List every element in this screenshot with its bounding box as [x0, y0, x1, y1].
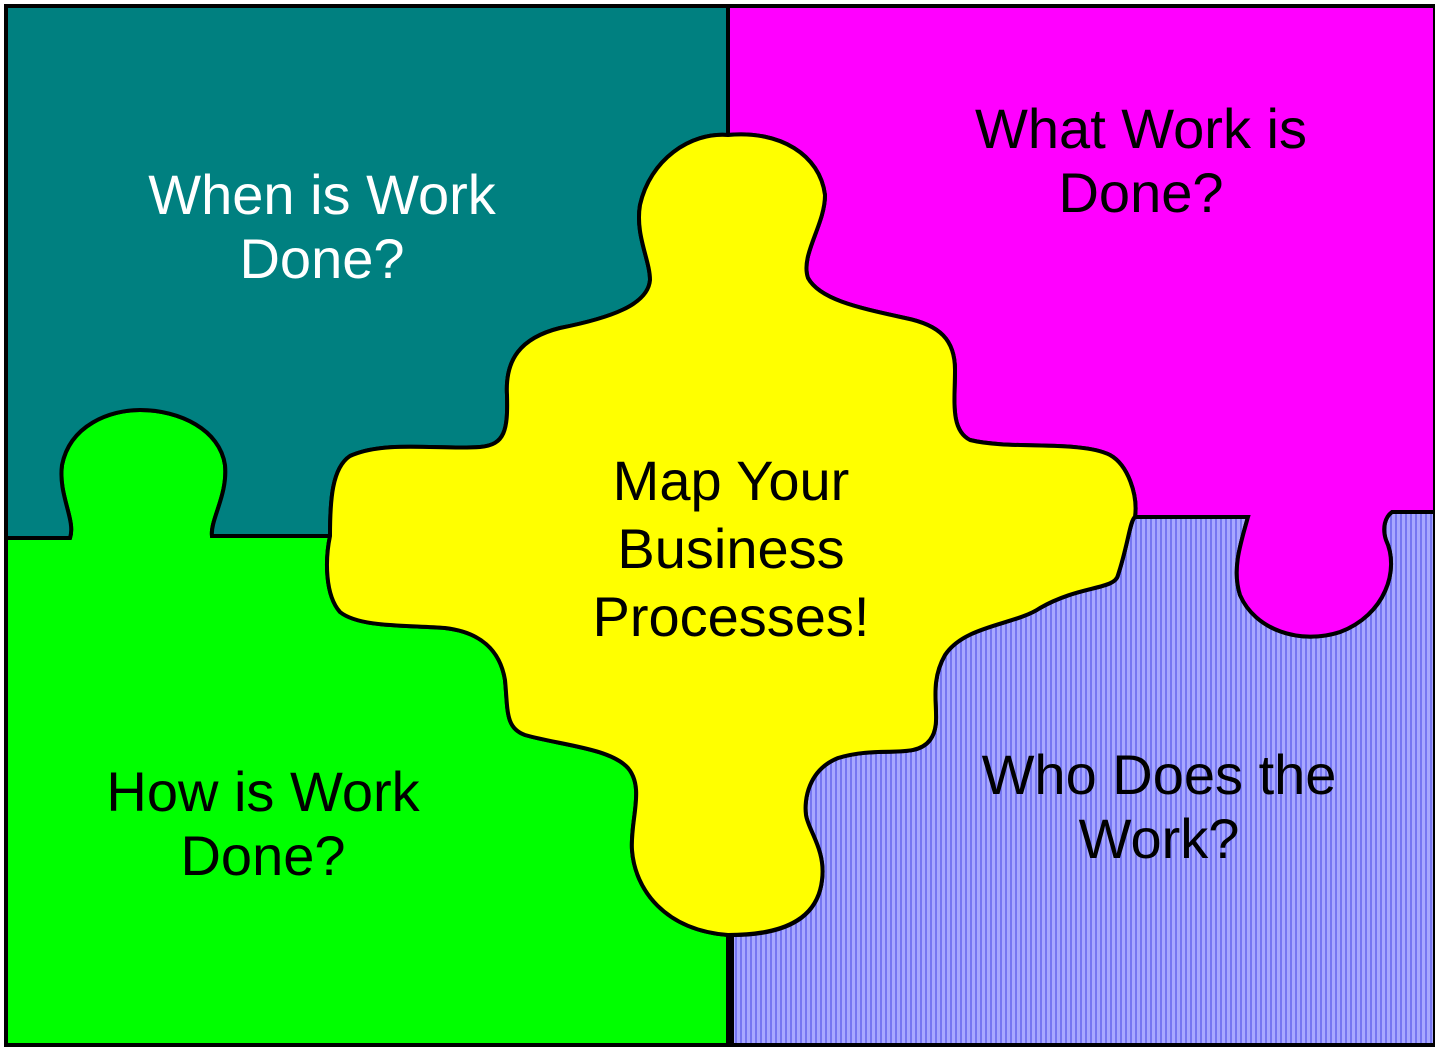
who-label-line2: Work? [1078, 807, 1240, 870]
center-label-line3: Processes! [592, 585, 870, 648]
who-piece-label: Who Does the Work? [982, 743, 1337, 871]
center-piece [325, 132, 1138, 938]
when-piece-label: When is Work Done? [148, 163, 495, 291]
how-label-line1: How is Work [106, 760, 420, 823]
when-label-line2: Done? [239, 227, 405, 290]
how-piece-label: How is Work Done? [106, 760, 419, 888]
when-label-line1: When is Work [148, 163, 496, 226]
center-label-line1: Map Your [612, 449, 850, 512]
what-label-line1: What Work is [975, 97, 1307, 160]
what-piece-label: What Work is Done? [975, 97, 1307, 225]
how-label-line2: Done? [180, 824, 346, 887]
what-label-line2: Done? [1058, 161, 1224, 224]
center-label-line2: Business [617, 517, 845, 580]
who-label-line1: Who Does the [981, 743, 1337, 806]
center-piece-label: Map Your Business Processes! [593, 447, 870, 651]
